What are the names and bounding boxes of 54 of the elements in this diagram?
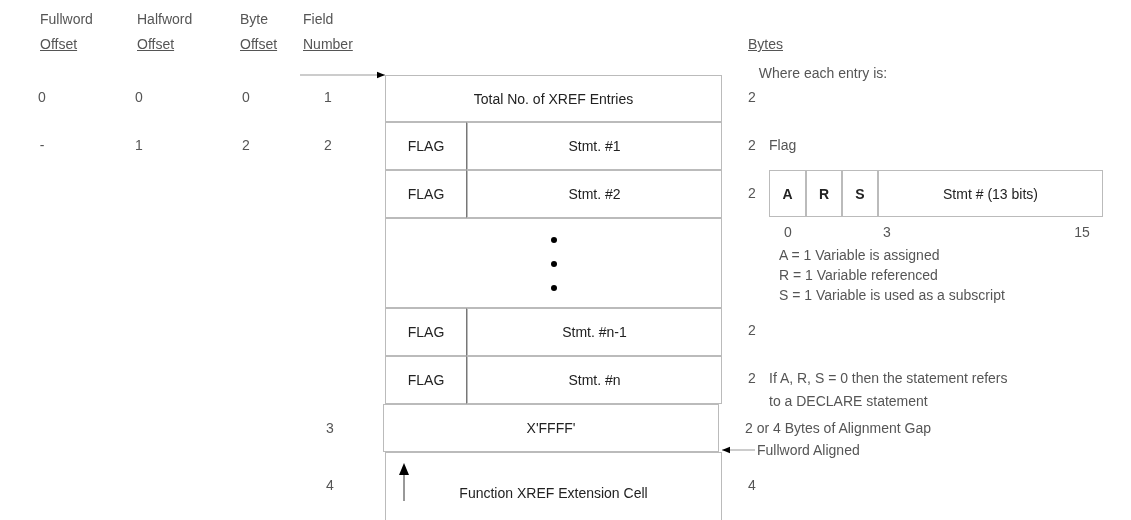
value-text: 2 bbox=[242, 137, 250, 153]
note-text: S = 1 Variable is used as a subscript bbox=[779, 287, 1005, 303]
arrow bbox=[721, 446, 756, 454]
value-text: 2 bbox=[324, 137, 332, 153]
value-text: 0 bbox=[242, 89, 250, 105]
column-heading: Halfword bbox=[137, 11, 193, 27]
field-cell: Stmt. #1 bbox=[467, 122, 722, 170]
note-text: A = 1 Variable is assigned bbox=[779, 247, 940, 263]
value-text: 0 bbox=[135, 89, 143, 105]
note-text: 2 or 4 Bytes of Alignment Gap bbox=[745, 420, 931, 436]
value-text: - bbox=[39, 137, 45, 153]
field-cell: S bbox=[842, 170, 878, 217]
field-cell: R bbox=[806, 170, 842, 217]
field-cell: Stmt. #n-1 bbox=[467, 308, 722, 356]
column-heading: Offset bbox=[240, 36, 278, 52]
field-cell: FLAG bbox=[385, 356, 467, 404]
column-heading: Offset bbox=[40, 36, 78, 52]
ellipsis-row bbox=[385, 218, 722, 308]
note-text: Flag bbox=[769, 137, 797, 153]
value-text: 15 bbox=[1074, 224, 1090, 240]
value-text: 2 bbox=[748, 322, 756, 338]
note-text: Fullword Aligned bbox=[757, 442, 897, 458]
value-text: 1 bbox=[324, 89, 332, 105]
column-heading: Number bbox=[303, 36, 353, 52]
column-heading: Offset bbox=[137, 36, 175, 52]
field-cell: FLAG bbox=[385, 308, 467, 356]
value-text: 2 bbox=[748, 89, 756, 105]
note-text: Where each entry is: bbox=[758, 65, 888, 81]
field-cell: A bbox=[769, 170, 806, 217]
column-heading: Field bbox=[303, 11, 334, 27]
arrow bbox=[299, 71, 386, 79]
value-text: 3 bbox=[883, 224, 891, 240]
column-heading: Bytes bbox=[748, 36, 783, 52]
note-text: If A, R, S = 0 then the statement refers to a DECLARE statement bbox=[769, 369, 1009, 411]
field-cell: Stmt. #2 bbox=[467, 170, 722, 218]
field-cell: Total No. of XREF Entries bbox=[385, 75, 722, 122]
value-text: 1 bbox=[135, 137, 143, 153]
value-text: 0 bbox=[784, 224, 792, 240]
value-text: 4 bbox=[748, 477, 756, 493]
field-cell: Stmt. #n bbox=[467, 356, 722, 404]
value-text: 2 bbox=[748, 137, 756, 153]
value-text: 0 bbox=[38, 89, 46, 105]
value-text: 3 bbox=[326, 420, 334, 436]
field-cell: Function XREF Extension Cell bbox=[385, 452, 722, 520]
field-cell: FLAG bbox=[385, 122, 467, 170]
value-text: 2 bbox=[748, 185, 756, 201]
value-text: 2 bbox=[748, 370, 756, 386]
column-heading: Byte bbox=[240, 11, 268, 27]
column-heading: Fullword bbox=[40, 11, 93, 27]
field-cell: X'FFFF' bbox=[383, 404, 719, 452]
value-text: 4 bbox=[326, 477, 334, 493]
field-cell: Stmt # (13 bits) bbox=[878, 170, 1103, 217]
note-text: R = 1 Variable referenced bbox=[779, 267, 938, 283]
field-cell: FLAG bbox=[385, 170, 467, 218]
